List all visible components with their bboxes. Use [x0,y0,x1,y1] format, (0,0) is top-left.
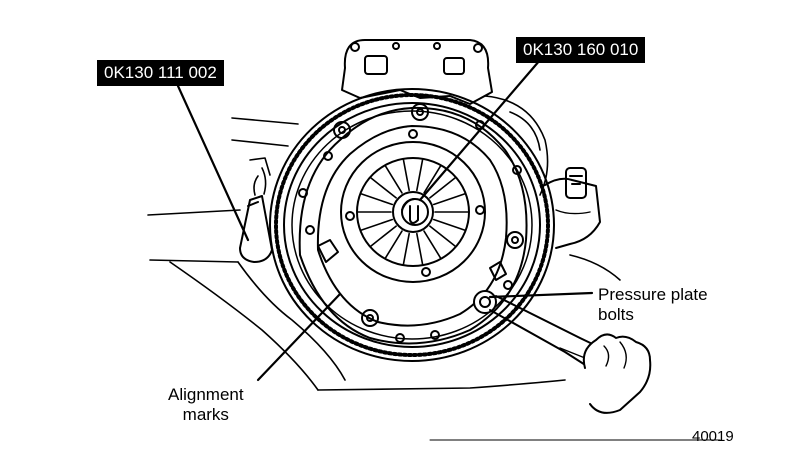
leader-pressure-plate-bolts [488,291,594,299]
flywheel-ring-gear [269,88,555,362]
spring-finger [402,232,410,265]
leader-alignment-marks [256,292,342,382]
mechanic-hand [582,333,652,414]
spring-finger [370,177,397,199]
spring-finger [423,165,442,194]
spring-finger [360,218,394,231]
alignment-label-line2: marks [182,405,229,424]
clutch-aligning-tool [401,198,429,226]
pressure-plate-bolts-label: Pressure plate bolts [598,285,708,325]
tool-number-label-left: 0K130 111 002 [97,60,224,86]
diaphragm-spring [340,129,486,283]
spring-finger [429,177,456,199]
leader-tool-top [418,58,542,202]
alignment-label-line1: Alignment [168,385,244,404]
pressure-plate-label-line1: Pressure plate [598,285,708,304]
spring-finger [384,230,403,259]
spring-finger [429,225,456,247]
tool-number-label-top: 0K130 160 010 [516,37,646,63]
pressure-plate-cover [298,103,528,345]
spring-finger [416,232,424,265]
alignment-marks-label: Alignment marks [168,385,244,425]
spring-finger [384,165,403,194]
figure-number: 40019 [692,428,734,445]
spring-finger [432,218,466,231]
pressure-plate-label-line2: bolts [598,305,634,324]
spring-finger [432,193,466,206]
leader-tool-left [176,84,250,242]
spring-finger [360,193,394,206]
leader-lines [176,58,594,382]
spring-finger [402,159,410,192]
starter-housing [544,167,601,249]
flywheel-holder-tool [239,167,273,263]
bellhousing-flange [341,39,493,105]
spring-finger [423,230,442,259]
spring-finger [370,225,397,247]
spring-finger [416,159,424,192]
